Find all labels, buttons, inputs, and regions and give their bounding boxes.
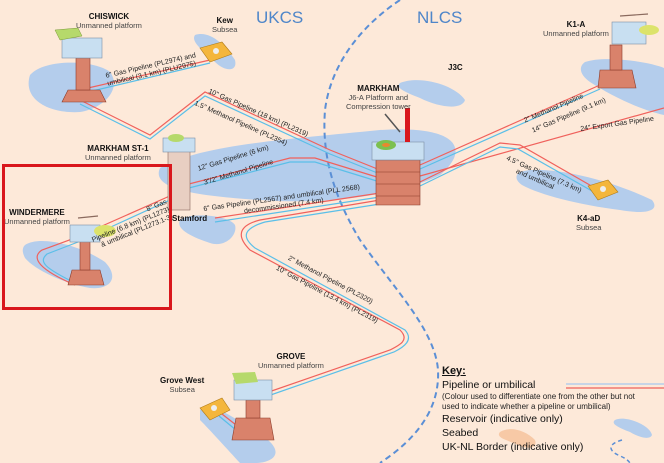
pipeline-windermere-blue xyxy=(42,198,173,284)
key-border: UK-NL Border (indicative only) xyxy=(442,441,584,453)
platform-k1a xyxy=(597,13,659,89)
key-border-swatch xyxy=(610,439,631,463)
key-seabed: Seabed xyxy=(442,427,479,439)
pipelines xyxy=(36,59,664,436)
pipeline-chiswick-kew-red xyxy=(87,59,211,89)
label-stamford: Stamford xyxy=(172,214,208,223)
platform-markham-st1 xyxy=(162,134,196,211)
subsea-kew xyxy=(199,41,233,63)
reservoir-stamford xyxy=(179,215,236,245)
uk-nl-border xyxy=(323,0,440,463)
pipeline-chiswick-kew-blue xyxy=(87,62,211,93)
pipeline-stamford-red xyxy=(214,192,381,219)
platform-chiswick xyxy=(54,27,107,103)
key-pipeline: Pipeline or umbilical xyxy=(442,379,536,391)
subsea-k4ad xyxy=(587,179,619,201)
subsea-grove-west xyxy=(199,397,231,421)
pipeline-grove-blue xyxy=(245,203,410,399)
platform-markham xyxy=(371,108,425,206)
platform-grove xyxy=(231,372,275,441)
pipeline-chiswick-markham-red xyxy=(79,91,381,171)
reservoir-chiswick xyxy=(28,62,114,113)
key-note-1: (Colour used to differentiate one from t… xyxy=(442,392,635,401)
pipeline-windermere-red xyxy=(36,194,173,286)
key-reservoir: Reservoir (indicative only) xyxy=(442,413,563,425)
pipeline-export xyxy=(419,107,664,177)
pipeline-k4ad-blue xyxy=(419,146,593,192)
pipeline-grove-red xyxy=(240,199,405,396)
zone-label-nlcs: NLCS xyxy=(417,8,463,27)
pipeline-chiswick-markham-blue xyxy=(79,95,381,175)
reservoir-j3c xyxy=(398,80,465,107)
windermere-highlight-box xyxy=(2,164,172,310)
reservoir-k4ad xyxy=(516,169,655,212)
pipeline-st1-markham-blue xyxy=(184,161,381,190)
pipeline-stamford-blue xyxy=(214,196,381,223)
pipeline-k4ad-red xyxy=(419,142,596,189)
map-key: Key: Pipeline or umbilical (Colour used … xyxy=(442,364,664,454)
key-reservoir-swatch xyxy=(613,418,652,438)
pipeline-k1a-methanol xyxy=(419,84,601,166)
key-title: Key: xyxy=(442,365,466,377)
zone-label-ukcs: UKCS xyxy=(256,8,304,27)
pipeline-k1a-gas xyxy=(419,88,601,170)
pipeline-st1-markham-red xyxy=(184,157,381,186)
platform-windermere xyxy=(67,215,116,286)
label-j3c: J3C xyxy=(448,63,463,72)
key-seabed-swatch xyxy=(498,429,536,448)
key-note-2: used to indicate whether a pipeline or u… xyxy=(442,402,611,411)
